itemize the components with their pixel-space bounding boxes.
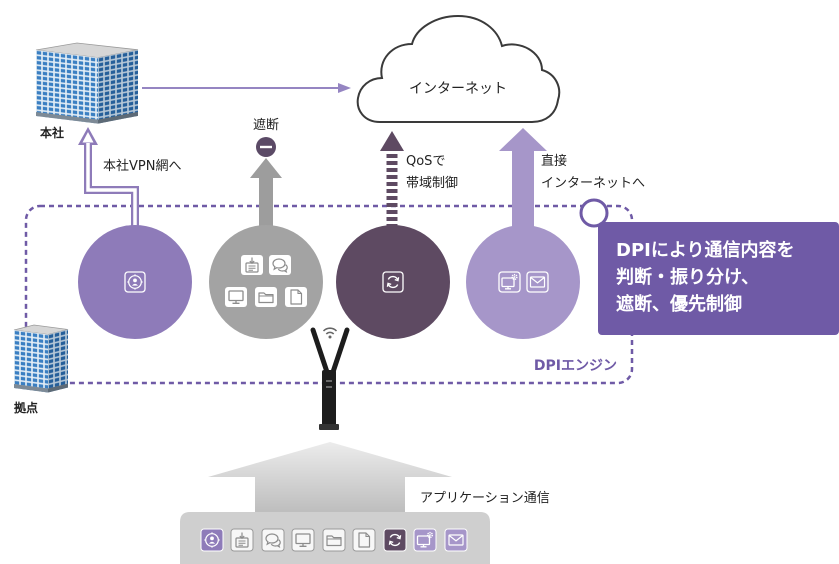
route-circle-vpn (78, 225, 192, 339)
direct-label-line1: 直接 (541, 153, 567, 169)
route-circle-direct (466, 225, 580, 339)
app-icon-tile (261, 528, 285, 552)
wifi-router-icon (310, 327, 350, 430)
app-icon-tile (291, 528, 315, 552)
block-route-arrow (250, 158, 282, 228)
app-icon-tile (200, 528, 224, 552)
app-icon-tile (444, 528, 468, 552)
app-icon-tile (413, 528, 437, 552)
app-traffic-label: アプリケーション通信 (420, 491, 550, 506)
dpi-engine-boundary (24, 204, 634, 385)
callout-line-2: 判断・振り分け、 (616, 266, 759, 288)
hq-label: 本社 (40, 125, 64, 140)
branch-label: 拠点 (14, 400, 38, 415)
branch-building-icon (13, 324, 69, 393)
qos-label-line1: QoSで (406, 154, 445, 169)
dpi-engine-label: DPIエンジン (534, 358, 617, 374)
vpn-route-label: 本社VPN網へ (103, 158, 181, 174)
direct-route-arrow (499, 128, 547, 228)
vpn-route-arrow (78, 127, 139, 228)
app-icon-tile (352, 528, 376, 552)
headquarters-building-icon (35, 42, 139, 124)
app-traffic-arrow (208, 442, 452, 514)
app-icon-tile (230, 528, 254, 552)
dpi-callout: DPIにより通信内容を 判断・振り分け、 遮断、優先制御 (598, 222, 839, 335)
minus-circle-icon (256, 137, 276, 157)
app-icon-tile (383, 528, 407, 552)
callout-line-1: DPIにより通信内容を (616, 239, 794, 261)
qos-route-arrow (380, 131, 404, 228)
block-label: 遮断 (253, 117, 279, 133)
route-circle-qos (336, 225, 450, 339)
app-icon-tile (322, 528, 346, 552)
callout-line-3: 遮断、優先制御 (616, 293, 742, 315)
route-circle-block (209, 225, 323, 339)
hq-to-internet-arrow (142, 83, 351, 93)
internet-cloud-icon (356, 14, 561, 123)
qos-label-line2: 帯域制御 (406, 176, 458, 191)
wifi-signal-icon (322, 327, 338, 339)
internet-label: インターネット (409, 81, 507, 97)
direct-label-line2: インターネットへ (541, 176, 645, 191)
